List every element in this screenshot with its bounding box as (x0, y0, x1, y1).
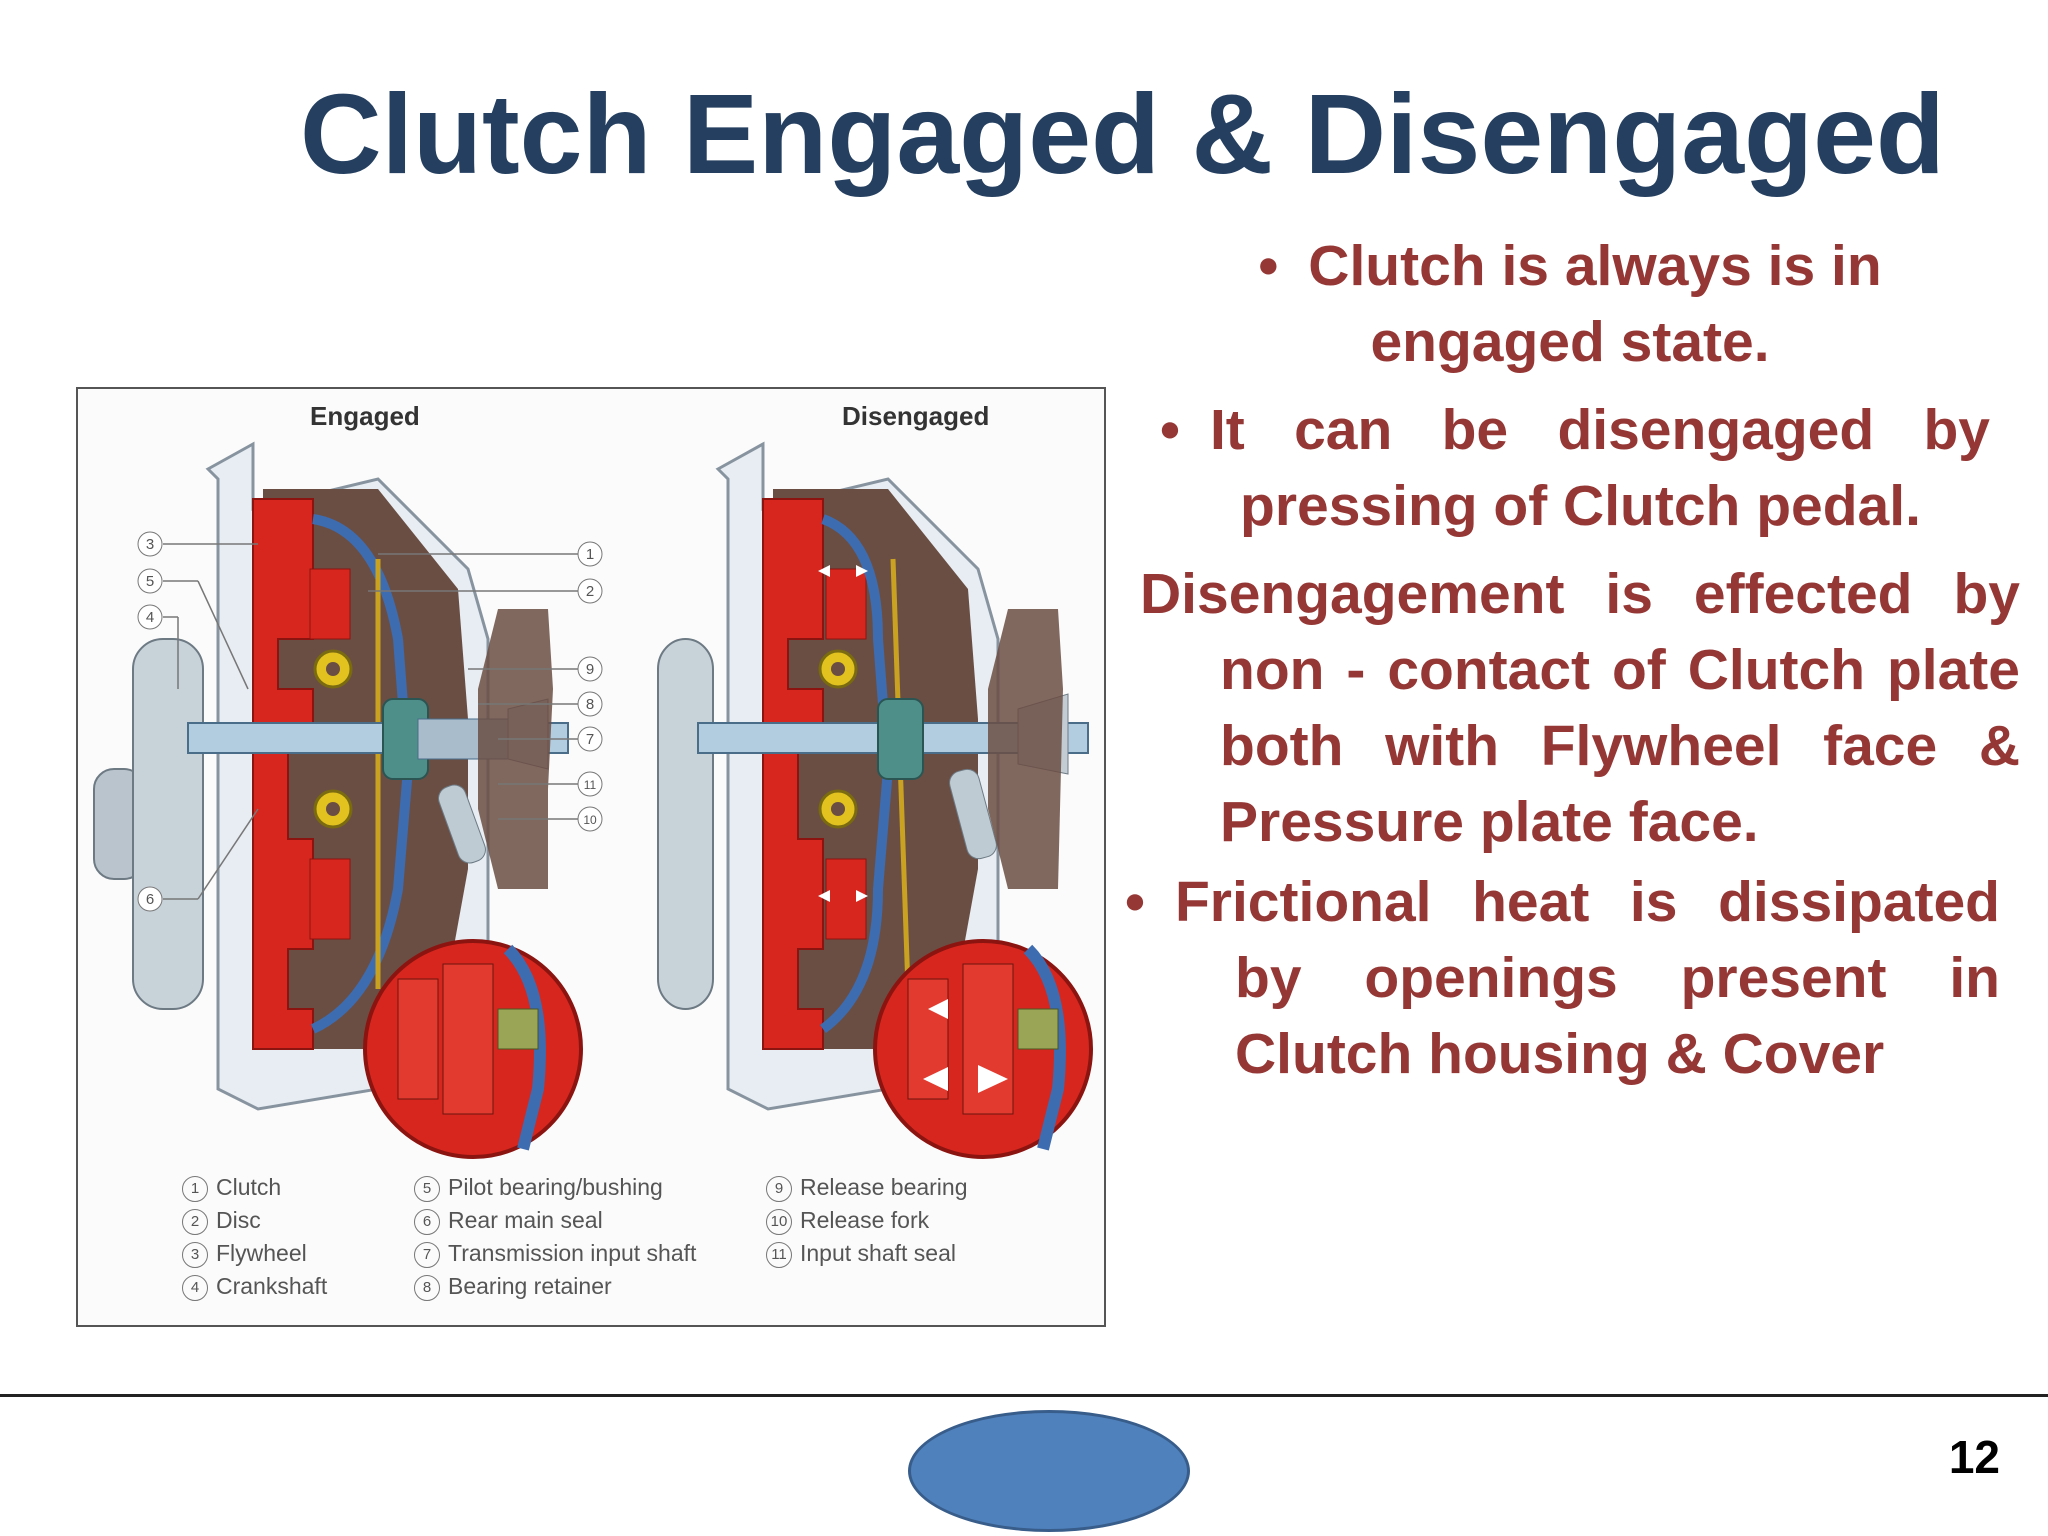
svg-text:4: 4 (146, 609, 154, 626)
bullet-item: • Clutch is always is in engaged state. (1120, 228, 2020, 380)
disengaged-assembly (657, 441, 1093, 1159)
bullet-text: It can be disengaged by pressing of Clut… (1209, 398, 1990, 538)
callout-1: 1 (577, 541, 603, 567)
disengaged-heading: Disengaged (842, 401, 990, 431)
svg-text:6: 6 (146, 891, 154, 908)
bullet-text: Clutch is always is in engaged state. (1308, 234, 1882, 374)
bullet-item: Disengagement is effected by non - conta… (1120, 556, 2020, 860)
svg-text:5: 5 (146, 573, 154, 590)
bullet-text: Disengagement is effected by non - conta… (1140, 562, 2020, 854)
callout-11: 11 (577, 771, 603, 797)
callout-5: 5 (137, 568, 163, 594)
footer-oval-shape (908, 1410, 1190, 1532)
slide-title: Clutch Engaged & Disengaged (300, 71, 1945, 197)
bullet-marker: • (1125, 870, 1145, 934)
callout-6: 6 (137, 886, 163, 912)
bullet-list: • Clutch is always is in engaged state. •… (1120, 228, 2020, 1092)
bullet-marker: • (1160, 398, 1180, 462)
svg-text:1: 1 (586, 546, 594, 563)
svg-text:9: 9 (586, 661, 594, 678)
bullet-marker: • (1258, 234, 1279, 298)
svg-text:8: 8 (586, 696, 594, 713)
bullet-text: Frictional heat is dissipated by opening… (1174, 870, 2000, 1086)
svg-text:10: 10 (583, 813, 597, 827)
callout-2: 2 (577, 578, 603, 604)
callout-7: 7 (577, 726, 603, 752)
bullet-item: • It can be disengaged by pressing of Clu… (1120, 392, 2020, 544)
svg-text:7: 7 (586, 731, 594, 748)
clutch-diagram: 3 5 4 6 1 2 9 8 7 11 10 Engaged Disengag… (76, 387, 1106, 1327)
bullet-item: • Frictional heat is dissipated by openin… (1120, 864, 2020, 1092)
callout-9: 9 (577, 656, 603, 682)
svg-text:3: 3 (146, 536, 154, 553)
callout-10: 10 (577, 806, 603, 832)
engaged-assembly (93, 441, 583, 1159)
callout-8: 8 (577, 691, 603, 717)
engaged-heading: Engaged (310, 401, 420, 431)
svg-text:2: 2 (586, 583, 594, 600)
svg-text:11: 11 (584, 778, 597, 792)
page-number: 12 (1948, 1431, 2000, 1483)
callout-4: 4 (137, 604, 163, 630)
footer-divider (0, 1394, 2048, 1397)
clutch-illustration: 3 5 4 6 1 2 9 8 7 11 10 (93, 441, 1093, 1159)
callout-3: 3 (137, 531, 163, 557)
